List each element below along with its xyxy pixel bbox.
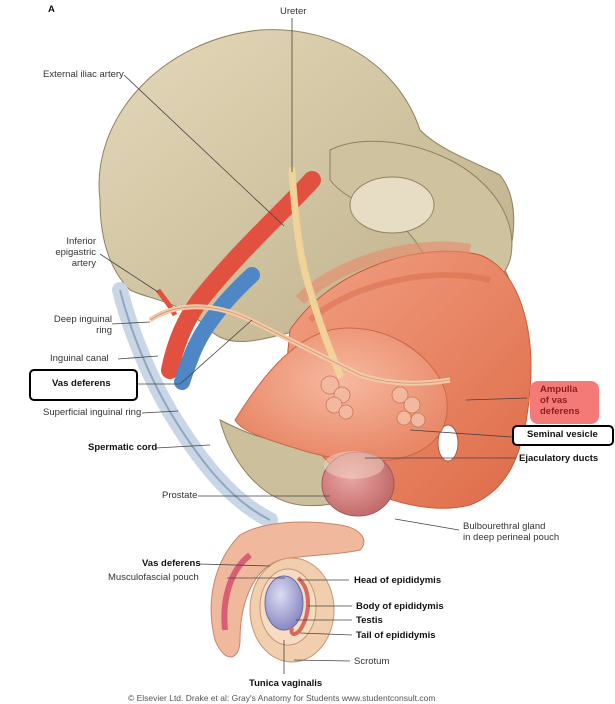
label-deep-inguinal-ring: Deep inguinal ring <box>53 314 112 336</box>
label-testis: Testis <box>356 615 383 626</box>
label-inferior-epigastric-artery: Inferior epigastric artery <box>55 236 96 269</box>
label-body-of-epididymis: Body of epididymis <box>356 601 444 612</box>
label-seminal-vesicle: Seminal vesicle <box>527 429 598 440</box>
leader-lines <box>99 18 528 674</box>
ampulla-highlight <box>530 381 599 424</box>
label-superficial-inguinal-ring: Superficial inguinal ring <box>43 407 142 418</box>
label-scrotum: Scrotum <box>354 656 390 667</box>
ureter <box>288 166 344 379</box>
vertebral-body <box>349 176 435 234</box>
label-tunica-vaginalis: Tunica vaginalis <box>249 678 323 689</box>
label-bulbourethral-gland: Bulbourethral gland in deep perineal pou… <box>463 521 560 543</box>
external-iliac-artery <box>161 171 321 379</box>
label-ejaculatory-ducts: Ejaculatory ducts <box>519 453 599 464</box>
credit-line: © Elsevier Ltd. Drake et al: Gray's Anat… <box>128 693 436 703</box>
label-vas-deferens: Vas deferens <box>142 558 201 569</box>
label-prostate: Prostate <box>162 490 198 501</box>
testis-shape <box>264 575 304 631</box>
label-ureter: Ureter <box>280 6 307 17</box>
label-external-iliac-artery: External iliac artery <box>43 69 124 80</box>
label-head-of-epididymis: Head of epididymis <box>354 575 442 586</box>
label-spermatic-cord: Spermatic cord <box>88 442 158 453</box>
epididymis-shape <box>289 576 310 636</box>
label-tail-of-epididymis: Tail of epididymis <box>356 630 436 641</box>
label-ampulla-of-vas-deferens: Ampulla of vas deferens <box>540 384 580 417</box>
external-iliac-vein <box>174 267 260 390</box>
seminal-vesicles <box>320 375 426 428</box>
label-musculofascial-pouch: Musculofascial pouch <box>108 572 199 583</box>
inferior-epigastric-artery <box>155 288 178 317</box>
label-vas-deferens-boxed: Vas deferens <box>52 378 111 389</box>
obturator-foramen <box>437 424 459 462</box>
seminal-vesicle-highlight-box <box>512 425 614 446</box>
vas-deferens-highlight-box <box>29 369 138 401</box>
label-inguinal-canal: Inguinal canal <box>50 353 109 364</box>
figure-letter: A <box>48 4 55 15</box>
